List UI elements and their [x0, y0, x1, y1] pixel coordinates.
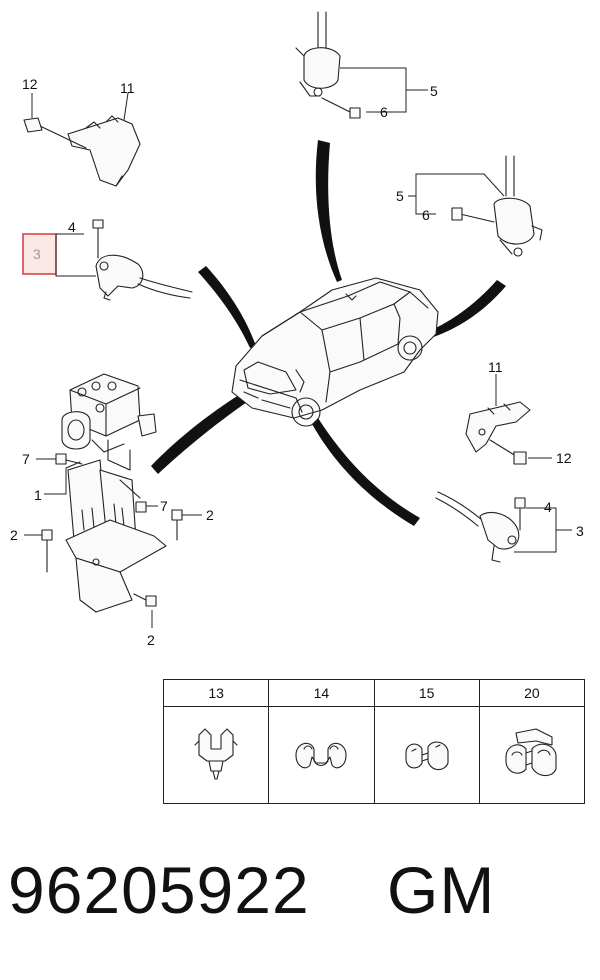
clip-table-header-13: 13 — [162, 679, 270, 707]
swoosh-to-rear-left-sensor — [315, 140, 342, 282]
vehicle-illustration — [231, 277, 439, 427]
swoosh-to-front-right-sensor — [312, 418, 420, 526]
callout-6-rear-sensor-bolt: 6 — [380, 104, 388, 120]
clip-20-icon — [505, 728, 557, 777]
callout-11-rear-bracket: 11 — [488, 359, 503, 375]
rear-sensor-left-assembly: 5 6 — [295, 11, 438, 120]
callout-5-rear-sensor-r: 5 — [396, 188, 404, 204]
part-number: 96205922 — [8, 853, 310, 927]
rear-sensor-right-assembly: 5 6 — [396, 155, 543, 257]
callout-2-mount-bolt-left: 2 — [10, 527, 18, 543]
clip-cell-15 — [373, 706, 480, 804]
rear-bracket-assembly: 11 12 — [465, 359, 572, 466]
swoosh-to-rear-right-sensor — [422, 280, 506, 340]
callout-3-front-sensor: 3 — [33, 246, 41, 262]
abs-modulator-assembly: 7 1 7 2 2 2 — [10, 373, 214, 648]
swoosh-to-abs-module — [151, 388, 256, 474]
swoosh-leaders — [151, 140, 506, 526]
abs-bracket-assembly: 12 11 — [22, 76, 141, 187]
callout-6-rear-sensor-bolt-r: 6 — [422, 207, 430, 223]
callout-7-modulator-bolt-top: 7 — [22, 451, 30, 467]
clip-table-header-20: 20 — [478, 679, 586, 707]
clip-cell-20 — [478, 706, 586, 804]
clip-15-icon — [405, 741, 449, 771]
callout-12-rear-bracket-bolt: 12 — [556, 450, 572, 466]
swoosh-to-front-left-sensor — [198, 266, 256, 348]
front-sensor-left-assembly: 3 4 — [22, 219, 193, 301]
clip-cell-14 — [268, 706, 375, 804]
clip-13-icon — [194, 728, 238, 780]
callout-11-bracket: 11 — [120, 80, 135, 96]
clip-table-header-14: 14 — [268, 679, 375, 707]
front-sensor-right-assembly: 4 3 — [435, 491, 584, 563]
brand-name: GM — [387, 853, 496, 927]
parts-exploded-diagram: 12 11 3 4 5 6 5 — [10, 11, 584, 648]
callout-1-abs-modulator: 1 — [34, 487, 42, 503]
clip-reference-table: 13 14 15 20 — [162, 679, 586, 804]
callout-12-bracket-bolt: 12 — [22, 76, 38, 92]
callout-7-modulator-bolt-mid: 7 — [160, 498, 168, 514]
callout-2-mount-bolt-right: 2 — [206, 507, 214, 523]
clip-14-icon — [295, 742, 347, 769]
callout-4-front-sensor-bolt-r: 4 — [544, 499, 552, 515]
part-number-footer: 96205922 GM — [8, 852, 495, 928]
callout-5-rear-sensor: 5 — [430, 83, 438, 99]
clip-table-header-15: 15 — [373, 679, 480, 707]
clip-cell-13 — [162, 706, 270, 804]
callout-3-front-sensor-r: 3 — [576, 523, 584, 539]
callout-2-mount-bolt-bottom: 2 — [147, 632, 155, 648]
callout-4-sensor-bolt: 4 — [68, 219, 76, 235]
